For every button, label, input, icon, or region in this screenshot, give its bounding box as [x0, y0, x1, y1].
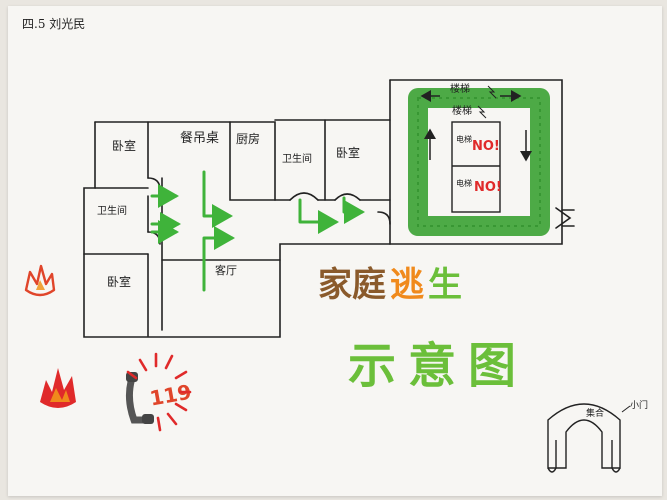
escape-route-arrows: [150, 170, 365, 292]
flame-icon-large: [40, 368, 76, 408]
paper-sheet: [8, 6, 662, 496]
elevator-label-1: 电梯: [456, 134, 472, 144]
title-line2: 示意图: [348, 338, 528, 394]
room-bathroom-right: 卫生间: [282, 152, 312, 165]
room-labels: 卧室 餐吊桌 厨房 卫生间 卧室 卫生间 卧室 客厅: [97, 130, 360, 289]
title-part2: 逃: [390, 265, 424, 305]
stairs-label-1: 楼梯: [450, 82, 470, 95]
phone-icon: [125, 372, 154, 424]
stairs-label-2: 楼梯: [452, 104, 472, 117]
assembly-label: 集合: [586, 407, 604, 419]
route-arrow-living: [202, 226, 235, 292]
no-sign-2: NO!: [474, 180, 502, 195]
stairwell-route: [408, 88, 550, 236]
small-gate-label: 小门: [630, 399, 648, 411]
stairs-zigzag-2: [477, 105, 487, 119]
author-note: 四.5 刘光民: [22, 17, 85, 31]
title: 家庭 逃 生 示意图: [318, 265, 528, 394]
elevator-box: [451, 121, 501, 213]
room-bedroom-right: 卧室: [336, 145, 360, 160]
assembly-gate: [547, 403, 621, 473]
room-kitchen: 厨房: [236, 131, 260, 146]
elevator-label-2: 电梯: [456, 178, 472, 188]
room-bathroom-left: 卫生间: [97, 204, 127, 217]
room-living: 客厅: [215, 263, 237, 277]
route-arrow-dining: [202, 170, 233, 228]
room-dining: 餐吊桌: [180, 130, 219, 146]
route-arrow-bathroom-right: [298, 198, 339, 234]
alarm-rays-icon: [126, 352, 192, 432]
room-bedroom-bottom: 卧室: [107, 274, 131, 289]
small-gate-pointer: [621, 405, 631, 413]
title-part3: 生: [428, 265, 462, 305]
stairs-zigzag-1: [487, 85, 497, 99]
no-sign-1: NO!: [472, 139, 500, 154]
route-arrow-bedroom-right: [342, 196, 365, 224]
title-part1: 家庭: [318, 265, 386, 305]
flame-icon-small: [24, 264, 56, 297]
room-bedroom-top: 卧室: [112, 138, 136, 153]
emergency-number: 119: [148, 380, 193, 411]
